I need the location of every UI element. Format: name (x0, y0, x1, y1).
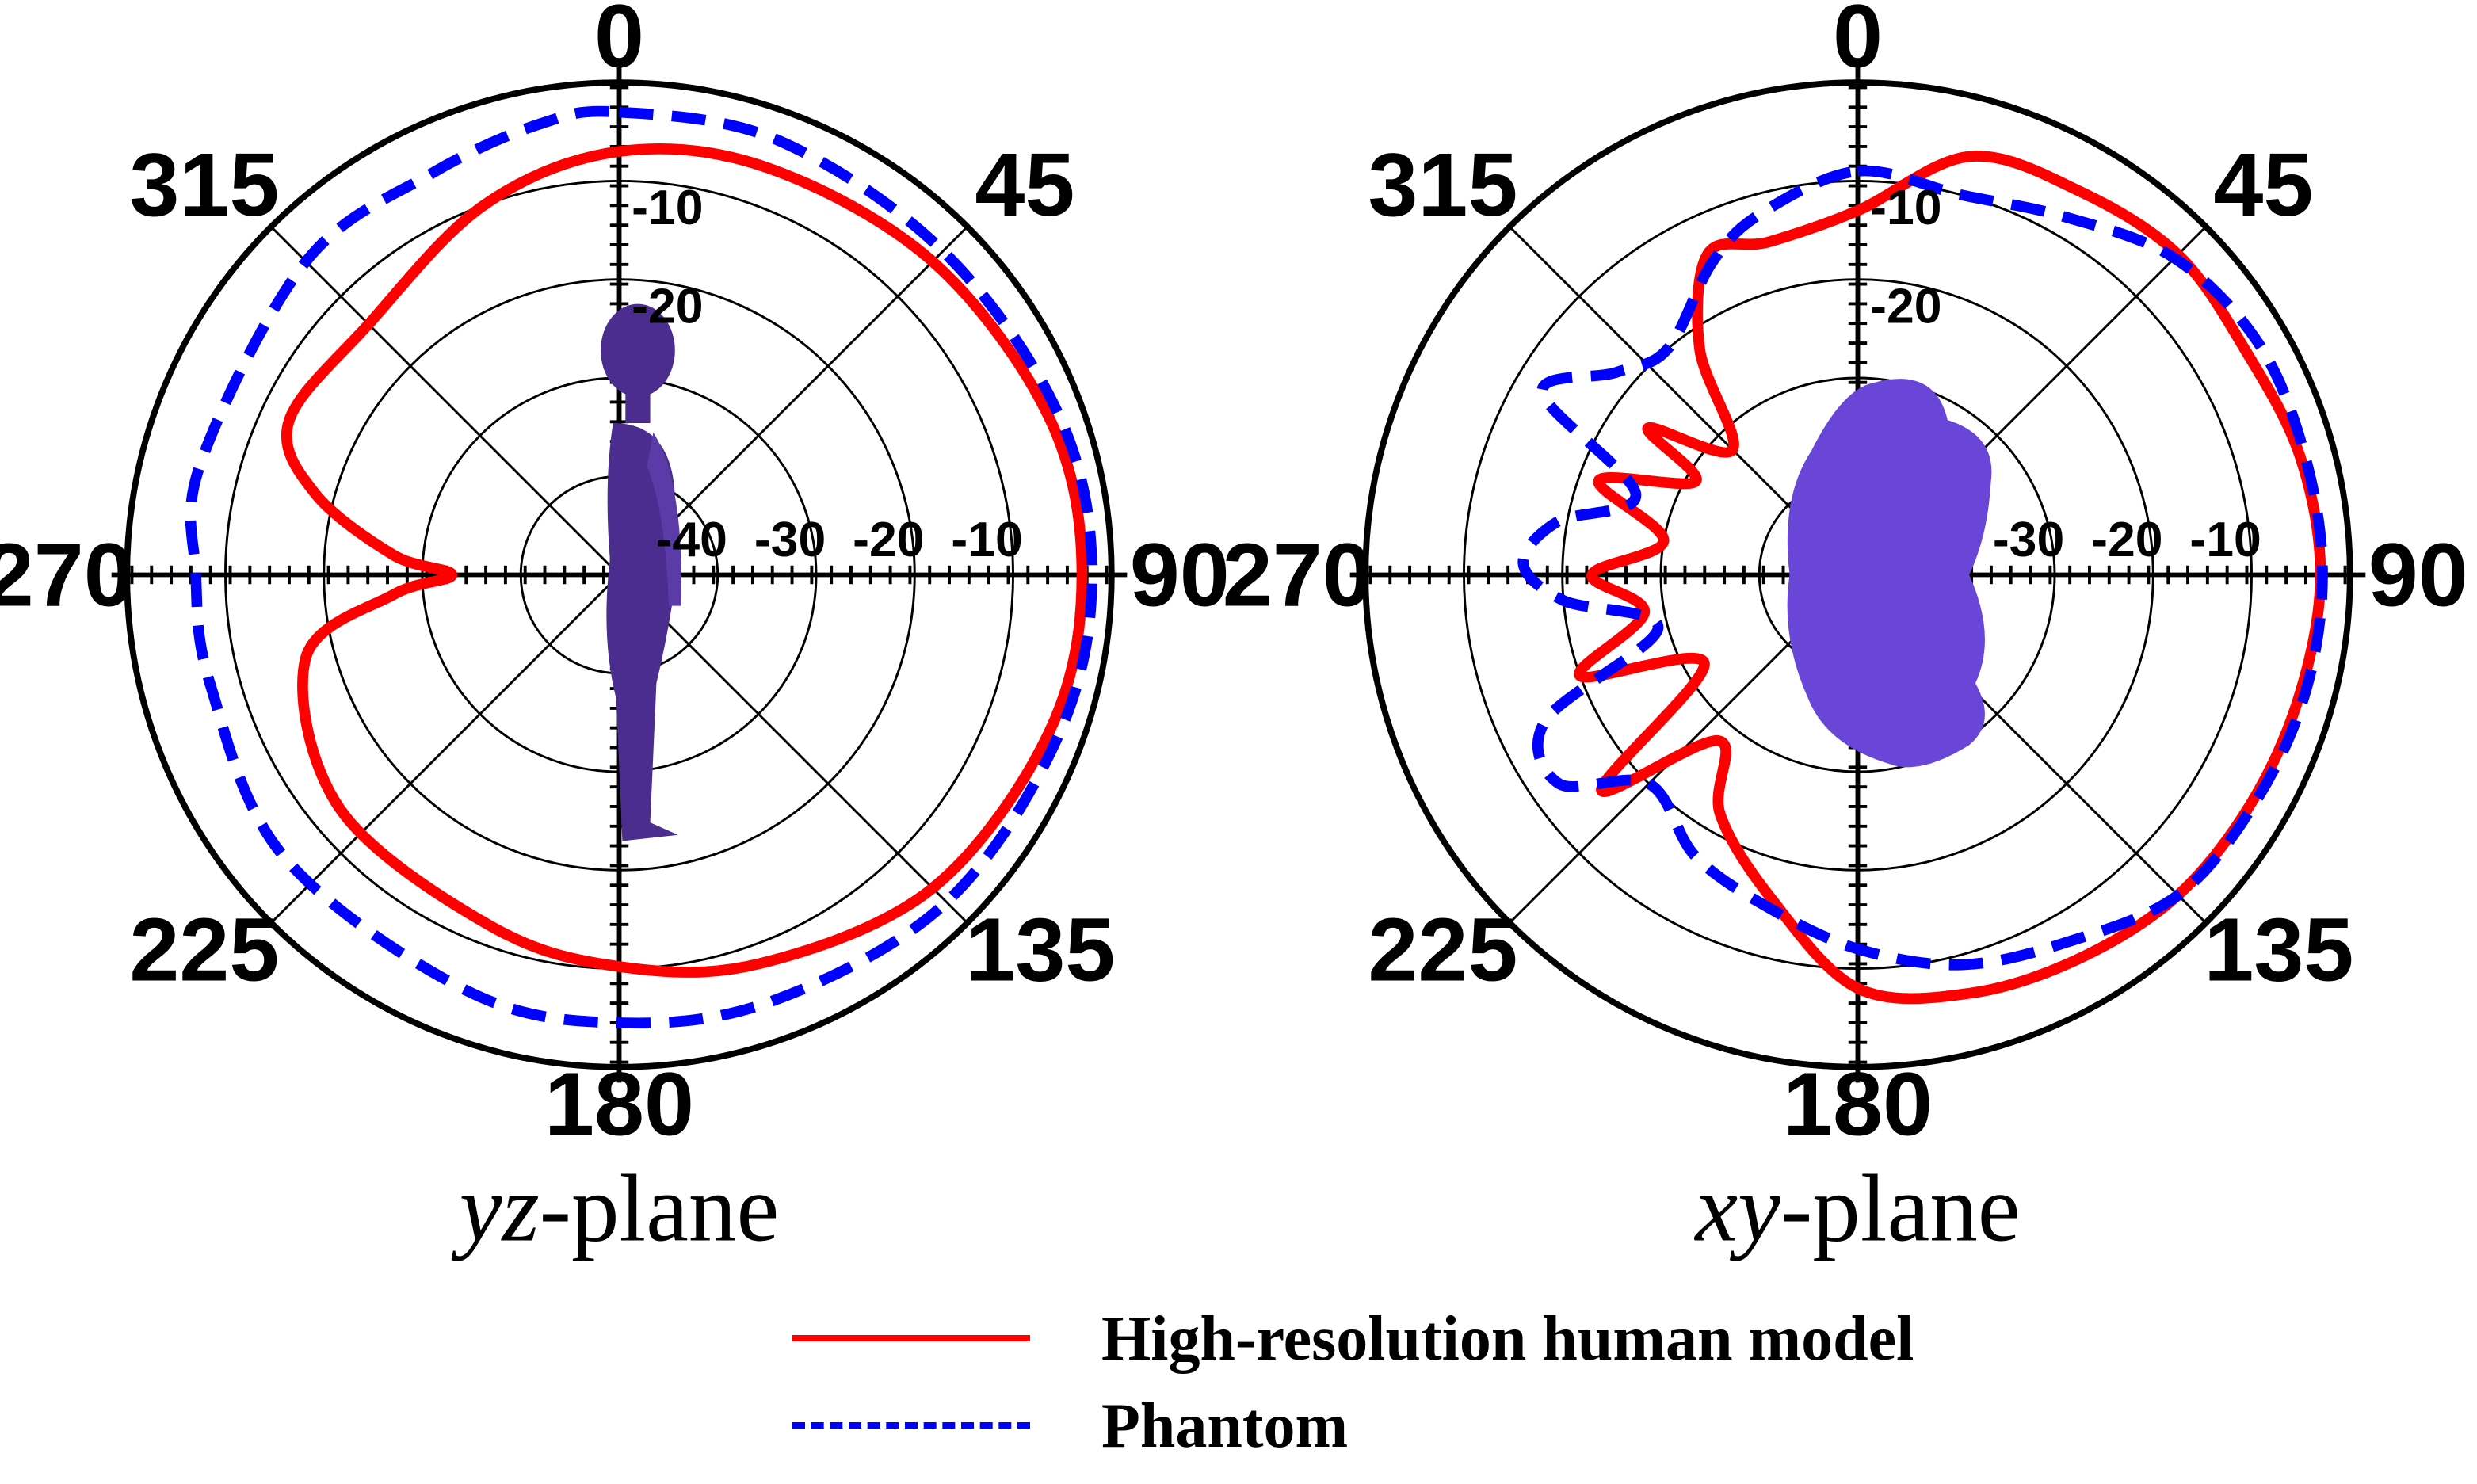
angle-label: 135 (965, 899, 1115, 1000)
polar-plot-yz: -10 -10 -20 -20 -30 -40 0 45 90 135 180 225 270 315 yz… (0, 0, 1230, 1262)
legend-item-high-resolution: High-resolution human model (784, 1299, 2132, 1379)
legend-label: High-resolution human model (1101, 1304, 1914, 1374)
radial-tick-label: -20 (632, 278, 703, 334)
angle-label: 45 (975, 135, 1074, 235)
angle-label: 180 (544, 1055, 694, 1155)
legend-item-phantom: Phantom (784, 1387, 2132, 1466)
legend: High-resolution human model Phantom (784, 1299, 2132, 1482)
human-body-top-view (1787, 379, 1992, 768)
series-line-phantom (185, 105, 1097, 1029)
radial-tick-label: -10 (632, 180, 703, 235)
legend-swatch-red-solid (792, 1335, 1030, 1341)
angle-label: 90 (2368, 525, 2468, 626)
angle-label: 135 (2204, 899, 2353, 1000)
angle-label: 315 (129, 135, 279, 235)
body-head (601, 303, 675, 397)
radial-tick-label: -10 (951, 512, 1022, 567)
grid-spoke (270, 574, 620, 924)
radial-tick-label: -20 (2091, 512, 2162, 567)
body-arm (647, 432, 682, 606)
angle-label: 0 (1833, 0, 1883, 87)
angle-label: 315 (1368, 135, 1517, 235)
angle-label: 270 (1223, 525, 1372, 626)
legend-label: Phantom (1101, 1391, 1349, 1461)
angle-label: 0 (594, 0, 644, 87)
radial-tick-label: -20 (1870, 278, 1941, 334)
plane-caption-rest: -plane (1780, 1156, 2021, 1262)
radial-tick-label: -10 (1870, 180, 1941, 235)
angle-label: 225 (129, 899, 279, 1000)
plane-caption: xy-plane (1693, 1156, 2020, 1262)
body-torso-legs (606, 423, 678, 841)
angle-label: 90 (1130, 525, 1230, 626)
plane-caption-italic: yz (451, 1156, 540, 1262)
series-line-high-resolution (281, 143, 1088, 978)
body-top-silhouette (1787, 379, 1992, 768)
angle-label: 270 (0, 525, 134, 626)
radial-tick-label: -10 (2189, 512, 2261, 567)
radial-tick-label: -30 (1993, 512, 2064, 567)
plane-caption: yz-plane (451, 1156, 780, 1262)
radial-tick-label: -40 (656, 512, 727, 567)
radial-tick-label: -20 (853, 512, 924, 567)
polar-plot-xy: -10 -10 -20 -20 -30 0 45 90 135 180 225 270 315 xy-pl… (1223, 0, 2468, 1262)
legend-swatch-blue-dashed (792, 1422, 1030, 1429)
body-neck (625, 389, 651, 424)
grid-spoke (270, 226, 620, 576)
series-line-high-resolution (1574, 151, 2326, 1005)
plane-caption-italic: xy (1693, 1156, 1780, 1262)
radial-tick-label: -30 (754, 512, 826, 567)
plane-caption-rest: -plane (540, 1156, 780, 1262)
angle-label: 225 (1368, 899, 1517, 1000)
grid-spoke (618, 574, 968, 924)
angle-label: 45 (2213, 135, 2313, 235)
angle-label: 180 (1783, 1055, 1933, 1155)
human-body-side-view (601, 303, 682, 841)
